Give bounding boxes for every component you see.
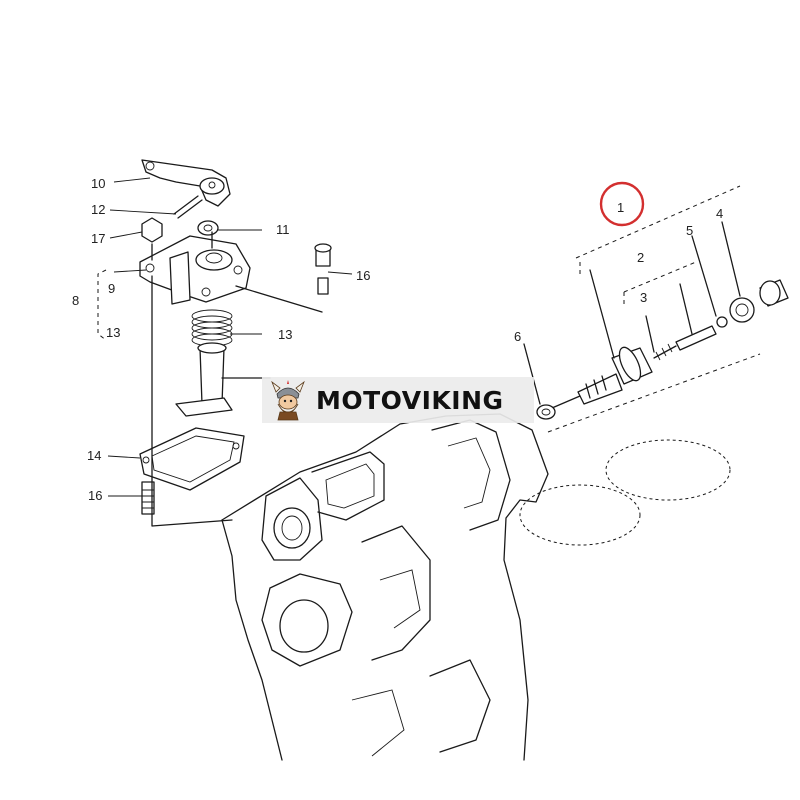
callout-6: 6 (514, 329, 521, 344)
highlight-circle (599, 181, 645, 227)
engine-block (221, 413, 731, 761)
callout-2: 2 (637, 250, 644, 265)
watermark-banner: MOTOVIKING (262, 377, 534, 423)
watermark-text: MOTOVIKING (316, 385, 504, 415)
viking-mascot-icon (271, 380, 305, 421)
callout-labels: 10 12 17 11 16 9 8 13 13 14 16 1 2 3 4 5… (72, 176, 723, 503)
callout-13-right: 13 (278, 327, 292, 342)
callout-1: 1 (617, 200, 624, 215)
callout-9: 9 (108, 281, 115, 296)
callout-16-left: 16 (88, 488, 102, 503)
callout-4: 4 (716, 206, 723, 221)
callout-14: 14 (87, 448, 101, 463)
spring (191, 309, 233, 347)
callout-16-right: 16 (356, 268, 370, 283)
callout-10: 10 (91, 176, 105, 191)
governor-lever-assembly (139, 159, 332, 527)
callout-8: 8 (72, 293, 79, 308)
callout-11: 11 (276, 222, 290, 237)
solenoid-assembly (523, 185, 789, 433)
leader-lines-left (107, 177, 353, 497)
callout-13-left: 13 (106, 325, 120, 340)
callout-5: 5 (686, 223, 693, 238)
callout-12: 12 (91, 202, 105, 217)
callout-17: 17 (91, 231, 105, 246)
group-bracket-8 (97, 269, 107, 341)
callout-3: 3 (640, 290, 647, 305)
